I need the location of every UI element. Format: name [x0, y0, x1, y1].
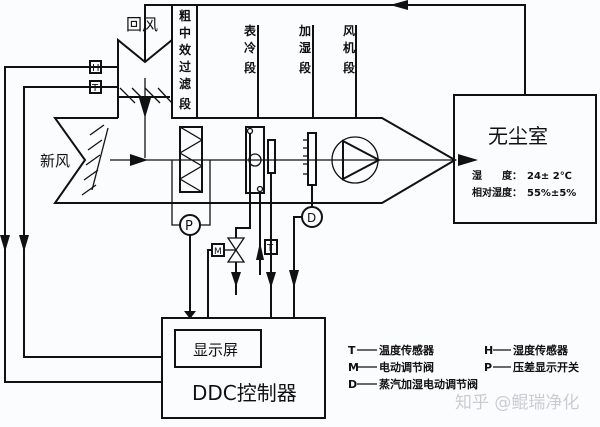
svg-text:D: D — [307, 211, 316, 225]
svg-text:湿 度：: 湿 度： — [472, 169, 522, 182]
ahu-sections — [171, 4, 357, 119]
svg-text:风: 风 — [343, 24, 355, 38]
svg-text:加: 加 — [298, 23, 311, 38]
svg-text:粗: 粗 — [179, 8, 191, 23]
fresh-air-label: 新风 — [40, 152, 70, 170]
filter-element — [171, 126, 211, 226]
svg-text:段: 段 — [244, 60, 257, 75]
svg-text:中: 中 — [179, 25, 191, 40]
svg-text:温度传感器: 温度传感器 — [379, 343, 435, 357]
svg-text:过: 过 — [179, 59, 191, 74]
temperature-sensor: T — [264, 239, 278, 288]
svg-text:效: 效 — [179, 42, 192, 57]
svg-text:T: T — [348, 344, 356, 357]
svg-text:压差显示开关: 压差显示开关 — [513, 360, 579, 374]
ahu-body: 新风 — [40, 117, 478, 204]
svg-text:T: T — [91, 83, 99, 94]
fan — [331, 136, 382, 184]
svg-text:D: D — [348, 378, 357, 391]
svg-text:湿: 湿 — [299, 40, 311, 55]
svg-text:相对湿度：: 相对湿度： — [472, 186, 522, 199]
controller-label: DDC控制器 — [192, 381, 297, 405]
clean-room: 无尘室 湿 度： 24± 2℃ 相对湿度： 55%±5% — [453, 94, 597, 224]
svg-text:H: H — [484, 344, 493, 357]
section-labels: 粗 中 效 过 滤 段 表 冷 段 加 湿 段 风 机 段 — [179, 8, 356, 111]
svg-text:冷: 冷 — [244, 40, 256, 55]
svg-text:24± 2℃: 24± 2℃ — [527, 171, 572, 182]
svg-text:P: P — [185, 219, 193, 234]
pressure-switch: P — [179, 214, 201, 319]
svg-text:段: 段 — [343, 60, 356, 75]
svg-text:H: H — [92, 63, 100, 74]
fresh-flow-arrow — [130, 154, 148, 166]
cooling-coil — [235, 126, 276, 318]
ddc-controller: 显示屏 DDC控制器 — [161, 317, 326, 419]
return-air-label: 回风 — [126, 15, 158, 34]
return-flow-arrow — [390, 0, 408, 10]
svg-text:表: 表 — [243, 23, 257, 38]
return-air-duct — [144, 0, 526, 95]
svg-text:电动调节阀: 电动调节阀 — [379, 360, 434, 374]
svg-text:M: M — [348, 361, 359, 374]
svg-text:M: M — [214, 247, 222, 257]
display-label: 显示屏 — [193, 341, 238, 359]
humidifier: D — [289, 132, 323, 318]
svg-text:段: 段 — [299, 60, 312, 75]
svg-text:滤: 滤 — [179, 76, 191, 91]
svg-text:蒸汽加湿电动调节阀: 蒸汽加湿电动调节阀 — [379, 377, 478, 391]
svg-text:段: 段 — [179, 96, 192, 111]
clean-room-label: 无尘室 — [488, 124, 548, 148]
watermark: 知乎 @鲲瑞净化 — [455, 393, 579, 413]
motorized-valve: M — [207, 237, 246, 318]
legend: T 温度传感器 H 湿度传感器 M 电动调节阀 P 压差显示开关 D 蒸汽加湿电… — [348, 343, 579, 391]
svg-text:T: T — [266, 243, 274, 254]
svg-text:湿度传感器: 湿度传感器 — [513, 343, 569, 357]
return-sensors: H T — [0, 60, 162, 383]
svg-text:55%±5%: 55%±5% — [527, 188, 576, 199]
svg-text:机: 机 — [343, 40, 355, 55]
svg-text:P: P — [484, 361, 492, 374]
return-damper-arrow — [139, 98, 151, 118]
supply-flow-arrow — [458, 154, 478, 166]
